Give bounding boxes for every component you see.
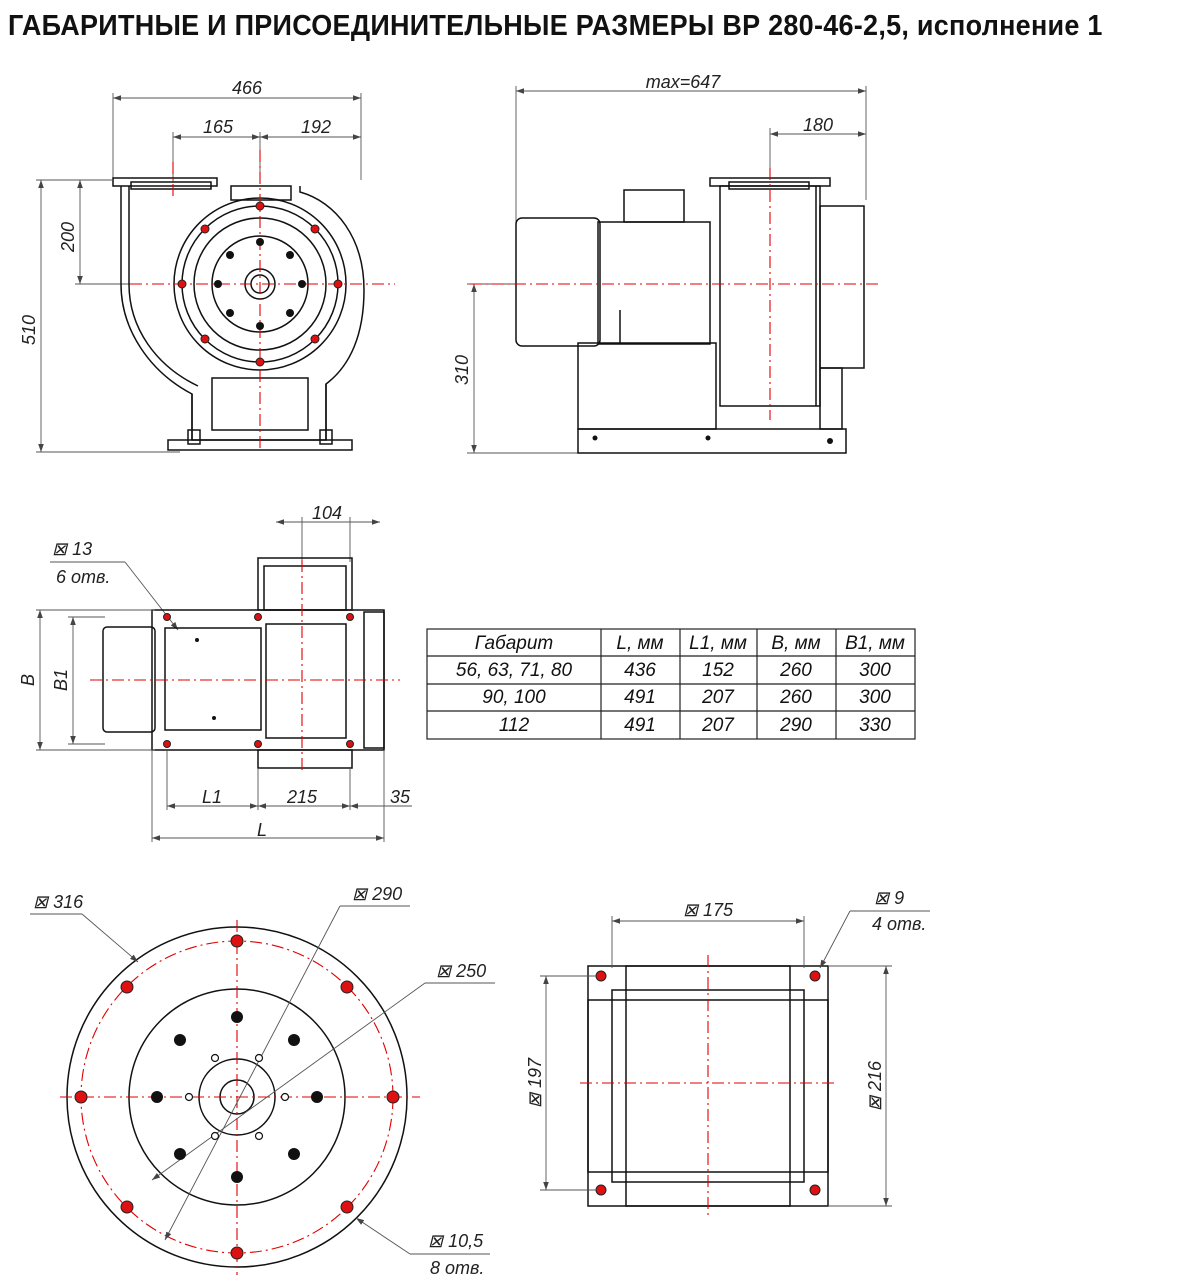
- dim-215: 215: [286, 787, 318, 807]
- front-view: 466 165 192 200 510: [19, 78, 395, 453]
- dim-b1: B1: [51, 669, 71, 691]
- dim-l: L: [257, 820, 267, 840]
- top-view: 104 ⊠ 13 6 отв. B B1 L1 215 35: [18, 503, 412, 842]
- table-cell: 491: [624, 687, 656, 708]
- side-view: max=647 180 310: [452, 72, 880, 454]
- table-header-b1: B1, мм: [845, 633, 905, 654]
- dia-290-label: ⊠ 290: [352, 884, 402, 904]
- dim-200: 200: [58, 222, 78, 253]
- dim-max: max=647: [646, 72, 722, 92]
- dia-250-label: ⊠ 250: [436, 961, 486, 981]
- table-cell: 330: [859, 715, 891, 736]
- dim-35: 35: [390, 787, 411, 807]
- table-cell: 207: [701, 715, 735, 736]
- table-cell: 112: [499, 715, 530, 736]
- dim-180: 180: [803, 115, 833, 135]
- dim-216: ⊠ 216: [865, 1060, 885, 1111]
- table-header-gabarit: Габарит: [475, 633, 554, 654]
- table-header-b: B, мм: [771, 633, 820, 654]
- holes-10-5-dia: ⊠ 10,5: [428, 1231, 484, 1251]
- dim-197: ⊠ 197: [525, 1057, 545, 1108]
- table-cell: 152: [702, 660, 734, 681]
- dim-175: ⊠ 175: [683, 900, 734, 920]
- holes-9-dia: ⊠ 9: [874, 888, 904, 908]
- table-cell: 207: [701, 687, 735, 708]
- holes-13-count: 6 отв.: [56, 567, 110, 587]
- dim-510: 510: [19, 315, 39, 345]
- dim-310: 310: [452, 355, 472, 385]
- table-cell: 90, 100: [482, 687, 546, 708]
- table-cell: 436: [624, 660, 656, 681]
- table-header-l: L, мм: [616, 633, 663, 654]
- table-cell: 300: [859, 660, 891, 681]
- holes-9-count: 4 отв.: [872, 914, 926, 934]
- dim-165: 165: [203, 117, 234, 137]
- dia-316-label: ⊠ 316: [33, 892, 84, 912]
- table-header-l1: L1, мм: [689, 633, 747, 654]
- table-cell: 491: [624, 715, 656, 736]
- table-cell: 260: [779, 687, 812, 708]
- holes-13-dia: ⊠ 13: [52, 539, 92, 559]
- dim-192: 192: [301, 117, 331, 137]
- outlet-flange-view: ⊠ 175 ⊠ 9 4 отв. ⊠ 197 ⊠ 216: [525, 888, 930, 1215]
- size-table: Габарит L, мм L1, мм B, мм B1, мм 56, 63…: [426, 628, 916, 740]
- page-title: ГАБАРИТНЫЕ И ПРИСОЕДИНИТЕЛЬНЫЕ РАЗМЕРЫ В…: [8, 10, 1103, 42]
- dim-l1: L1: [202, 787, 222, 807]
- inlet-flange-view: ⊠ 316 ⊠ 290 ⊠ 250 ⊠ 10,5 8 отв.: [30, 884, 495, 1278]
- table-cell: 260: [779, 660, 812, 681]
- dim-466: 466: [232, 78, 263, 98]
- dim-104: 104: [312, 503, 342, 523]
- holes-10-5-count: 8 отв.: [430, 1258, 484, 1278]
- dim-b: B: [18, 674, 38, 686]
- table-cell: 300: [859, 687, 891, 708]
- table-cell: 290: [779, 715, 812, 736]
- table-cell: 56, 63, 71, 80: [456, 660, 573, 681]
